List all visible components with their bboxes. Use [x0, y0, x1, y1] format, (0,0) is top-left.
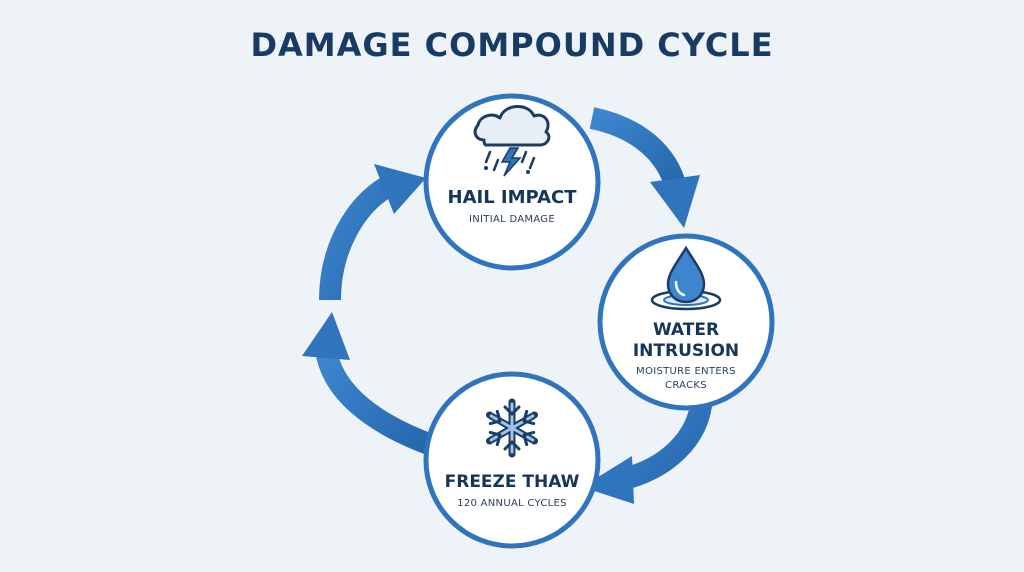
arrow-water-to-freeze — [582, 394, 713, 504]
hail-impact-title: HAIL IMPACT — [448, 187, 578, 208]
water-intrusion-subtitle-line1: MOISTURE ENTERS — [636, 366, 736, 377]
node-freeze-thaw: FREEZE THAW 120 ANNUAL CYCLES — [423, 371, 601, 549]
storm-cloud-icon — [473, 105, 551, 177]
freeze-thaw-title: FREEZE THAW — [445, 472, 580, 492]
water-intrusion-title-line2: INTRUSION — [633, 341, 739, 361]
water-intrusion-subtitle-line2: CRACKS — [665, 380, 707, 391]
arrow-freeze-to-hail — [302, 164, 444, 459]
page-title: DAMAGE COMPOUND CYCLE — [250, 26, 774, 64]
node-water-intrusion: WATER INTRUSION MOISTURE ENTERS CRACKS — [597, 233, 775, 411]
water-intrusion-title-line1: WATER — [653, 320, 719, 340]
node-hail-impact: HAIL IMPACT INITIAL DAMAGE — [423, 93, 601, 271]
snowflake-icon — [486, 398, 538, 458]
water-drop-icon — [650, 245, 722, 311]
hail-impact-subtitle: INITIAL DAMAGE — [469, 214, 555, 225]
freeze-thaw-subtitle: 120 ANNUAL CYCLES — [457, 498, 567, 509]
arrow-hail-to-water — [589, 107, 700, 228]
